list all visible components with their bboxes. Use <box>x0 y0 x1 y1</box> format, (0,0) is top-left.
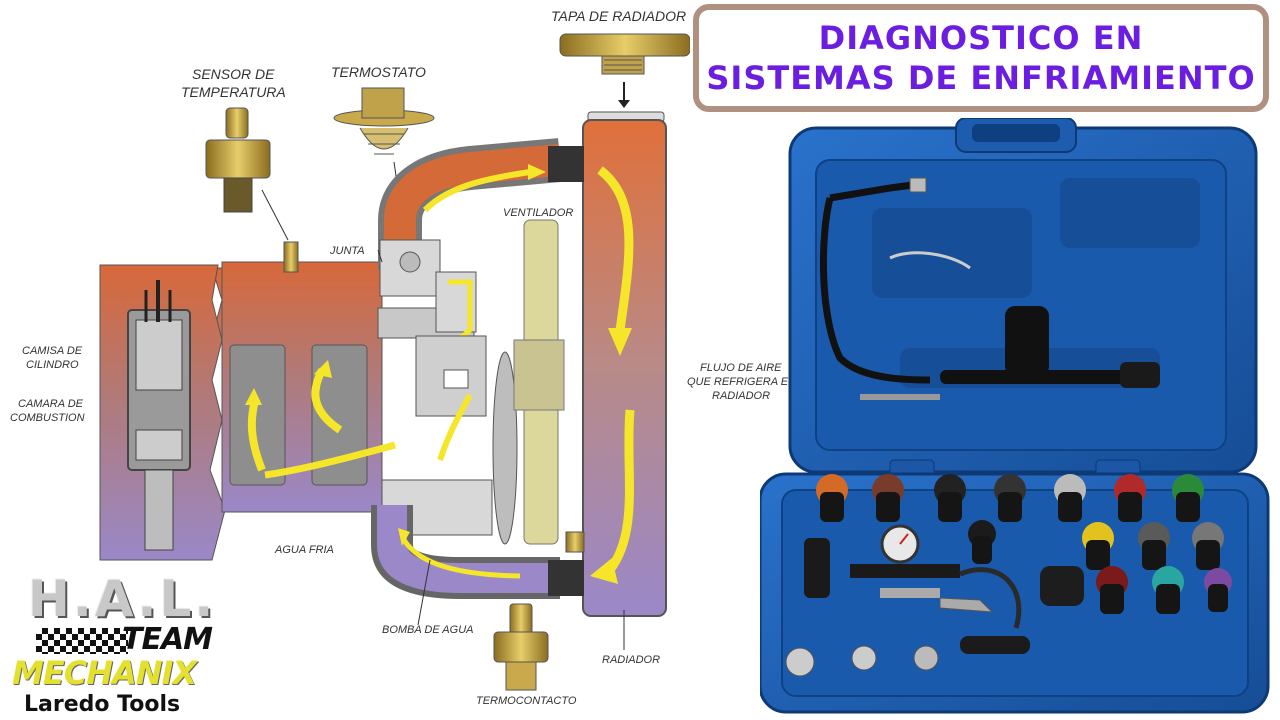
label-chamber-line-2: COMBUSTION <box>10 412 85 424</box>
label-thermo-contact: TERMOCONTACTO <box>476 695 577 707</box>
logo-checker-pattern <box>36 628 128 654</box>
label-chamber-line-1: CAMARA DE <box>18 398 83 410</box>
logo-mechanix: MECHANIX <box>12 654 197 692</box>
engine-block <box>99 261 396 561</box>
title-box: DIAGNOSTICO EN SISTEMAS DE ENFRIAMIENTO <box>693 4 1269 112</box>
title-line-1: DIAGNOSTICO EN <box>818 19 1144 57</box>
temperature-sensor <box>205 107 299 273</box>
label-water-pump: BOMBA DE AGUA <box>382 624 474 636</box>
label-sensor-line-1: SENSOR DE <box>192 66 275 82</box>
label-sensor-line-2: TEMPERATURA <box>181 84 286 100</box>
logo-team: TEAM <box>122 622 213 657</box>
water-pump <box>377 271 518 545</box>
pressure-tester-kit <box>760 118 1270 714</box>
radiator <box>582 119 667 617</box>
thermostat <box>333 87 435 239</box>
label-gasket: JUNTA <box>330 245 365 257</box>
lower-hose <box>371 505 585 599</box>
hal-team-mechanix-logo: H.A.L. TEAM MECHANIX Laredo Tools <box>10 570 230 720</box>
fan <box>513 219 565 545</box>
logo-hal: H.A.L. <box>28 570 217 628</box>
label-airflow-line-2: QUE REFRIGERA EL <box>687 376 795 388</box>
label-radiator-cap: TAPA DE RADIADOR <box>551 8 687 24</box>
label-radiator: RADIADOR <box>602 654 661 666</box>
label-thermostat: TERMOSTATO <box>331 64 426 80</box>
thermo-contact <box>493 603 549 691</box>
cooling-system-diagram <box>99 33 690 691</box>
label-cylinder-line-2: CILINDRO <box>26 359 79 371</box>
label-airflow-line-1: FLUJO DE AIRE <box>700 362 782 374</box>
label-cylinder-line-1: CAMISA DE <box>22 345 83 357</box>
label-airflow-line-3: RADIADOR <box>712 390 771 402</box>
radiator-cap <box>559 33 690 123</box>
logo-laredo-tools: Laredo Tools <box>24 692 181 717</box>
label-cold-water: AGUA FRIA <box>275 544 334 556</box>
title-line-2: SISTEMAS DE ENFRIAMIENTO <box>706 59 1256 97</box>
upper-hose <box>378 138 584 297</box>
adapter-caps <box>816 474 1232 614</box>
label-fan: VENTILADOR <box>503 207 574 219</box>
